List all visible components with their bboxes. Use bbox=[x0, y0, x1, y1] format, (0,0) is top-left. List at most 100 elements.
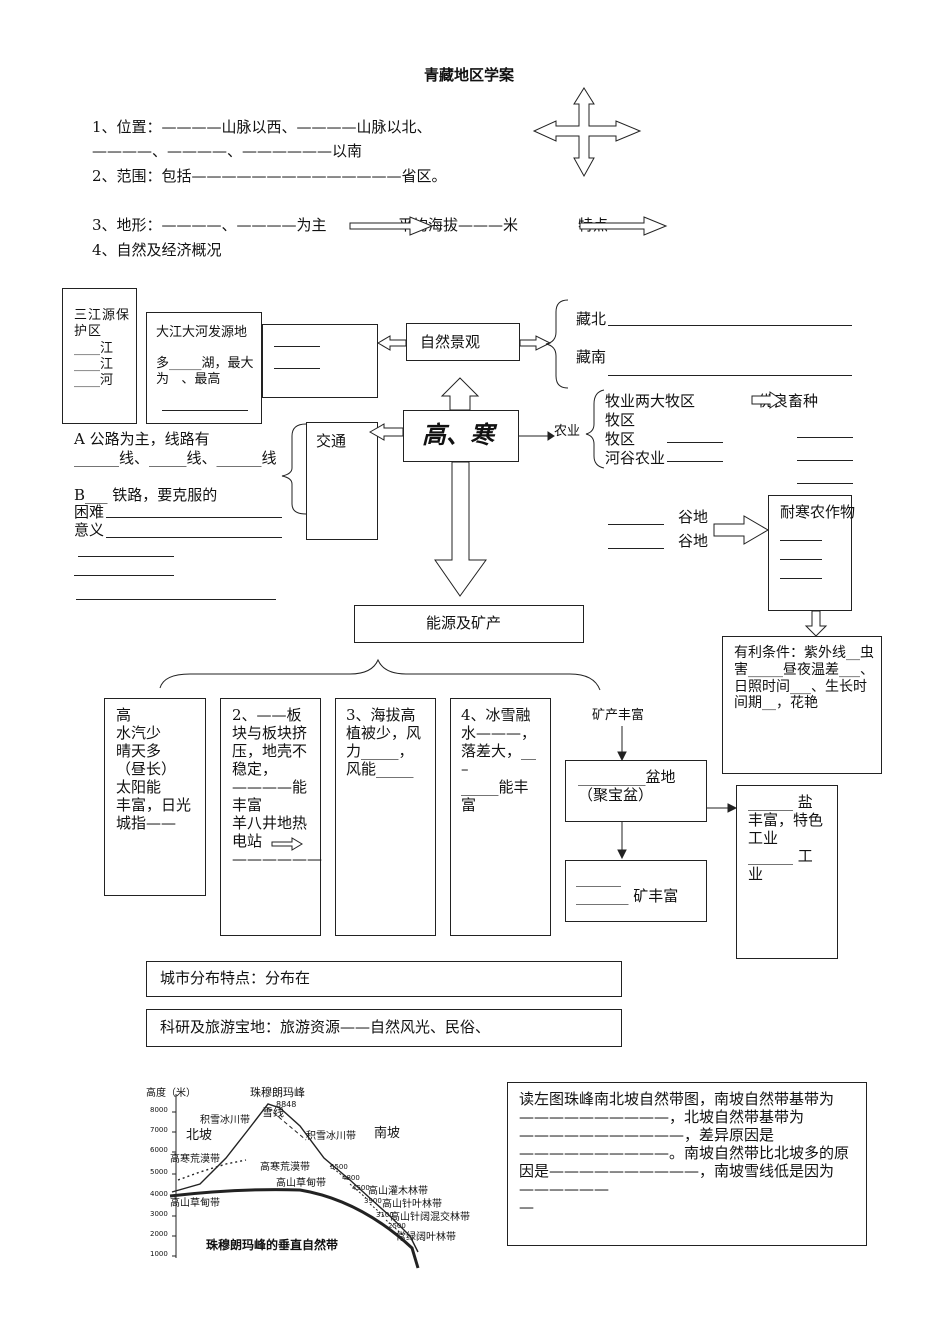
ore-text: ______ _______ 矿丰富 bbox=[576, 869, 679, 905]
arrow-left-icon bbox=[377, 335, 407, 351]
zangbei-label: 藏北 bbox=[576, 310, 607, 328]
nongye-breed-blank-1 bbox=[797, 437, 853, 438]
fig-height-5: 3100 bbox=[376, 1211, 394, 1219]
jiaotong-b-blank-2 bbox=[106, 537, 282, 538]
energy-col-1 bbox=[104, 698, 206, 896]
arrow-up-icon bbox=[440, 377, 480, 411]
jiaotong-a-line2: ______线、_____线、______线 bbox=[74, 449, 277, 467]
arrow-right-icon bbox=[349, 216, 434, 236]
energy-col-2-text: 2、——板块与板块挤压，地壳不稳定，————能丰富 羊八井地热电站—————— bbox=[232, 706, 322, 868]
nongye-label: 农业 bbox=[554, 424, 581, 439]
sanjiangyuan-box bbox=[62, 288, 137, 424]
crops-blank-1 bbox=[780, 540, 822, 541]
fig-ytick-3: 6000 bbox=[150, 1146, 168, 1154]
landscape-answer-box bbox=[262, 324, 378, 398]
fig-zone-4: 高寒荒漠带 bbox=[260, 1162, 310, 1173]
dajiang-blank bbox=[162, 410, 248, 411]
question-3-altitude: 平均海拔———米 bbox=[398, 216, 519, 234]
jiaotong-blank-5 bbox=[76, 599, 276, 600]
valley-blank-1 bbox=[608, 524, 664, 525]
city-box bbox=[146, 961, 622, 997]
ore-box bbox=[565, 860, 707, 922]
arrow-right-icon bbox=[579, 216, 668, 236]
reading-box bbox=[507, 1082, 867, 1246]
fig-north: 北坡 bbox=[186, 1128, 213, 1143]
salt-box bbox=[736, 785, 838, 959]
fig-mountain-profile bbox=[171, 1103, 419, 1253]
nongye-item-2: 牧区 bbox=[605, 411, 636, 429]
basin-box bbox=[565, 760, 707, 822]
fig-height-6: 2500 bbox=[388, 1222, 406, 1230]
favorable-text: 有利条件：紫外线__虫害_____昼夜温差___、日照时间___、生长时间期__… bbox=[734, 645, 874, 712]
jiaotong-b-line2: 困难 bbox=[74, 503, 105, 521]
fig-zone-9: 高山针阔混交林带 bbox=[390, 1212, 470, 1223]
energy-col-4-text: 4、冰雪融水———，落差大，__ – _____能丰富 bbox=[461, 706, 537, 814]
arrow-down-icon bbox=[804, 610, 828, 637]
city-text: 城市分布特点：分布在 bbox=[160, 969, 311, 987]
fig-zone-10: 常绿阔叶林带 bbox=[396, 1232, 456, 1243]
fig-ytick-5: 4000 bbox=[150, 1190, 168, 1198]
jiaotong-a-line1: A 公路为主，线路有 bbox=[74, 430, 210, 448]
jiaotong-label: 交通 bbox=[316, 432, 347, 450]
jiaotong-blank-4 bbox=[74, 575, 174, 576]
zangnan-label: 藏南 bbox=[576, 348, 607, 366]
compass-icon bbox=[532, 87, 642, 178]
valley-2: 谷地 bbox=[678, 532, 709, 550]
energy-col-3-text: 3、海拔高植被少，风力_____， 风能_____ bbox=[346, 706, 422, 778]
salt-text: ______ 盐 丰富，特色 工业 ______ 工 业 bbox=[748, 793, 824, 883]
fig-ylabel: 高度（米） bbox=[146, 1088, 196, 1099]
research-box bbox=[146, 1009, 622, 1047]
research-text: 科研及旅游宝地：旅游资源——自然风光、民俗、 bbox=[160, 1018, 491, 1036]
brace-nongye bbox=[585, 389, 605, 469]
jiaotong-b-line3: 意义 bbox=[74, 521, 105, 539]
nongye-item-3: 牧区 bbox=[605, 430, 636, 448]
fig-ytick-1: 8000 bbox=[150, 1106, 168, 1114]
arrow-right-icon bbox=[547, 431, 555, 441]
crops-blank-3 bbox=[780, 578, 822, 579]
fig-ground bbox=[169, 1188, 420, 1269]
fig-ytick-6: 3000 bbox=[150, 1210, 168, 1218]
arrow-down-icon bbox=[434, 461, 487, 597]
crops-blank-2 bbox=[780, 559, 822, 560]
sanjiangyuan-river-2: ____江 bbox=[74, 357, 114, 372]
everest-figure bbox=[169, 1094, 420, 1269]
question-3: 3、地形：————、————为主 bbox=[92, 216, 327, 234]
nongye-item-1: 牧业两大牧区 bbox=[605, 392, 696, 410]
landscape-blank-2 bbox=[274, 368, 320, 369]
fig-peak: 珠穆朗玛峰 bbox=[250, 1086, 305, 1099]
fig-zone-7: 高山灌木林带 bbox=[368, 1186, 428, 1197]
brace-energy bbox=[159, 658, 601, 691]
center-label: 高、寒 bbox=[422, 420, 494, 449]
minerals-label: 矿产丰富 bbox=[592, 708, 645, 723]
jiaotong-box bbox=[306, 422, 378, 540]
arrow-right-icon bbox=[751, 391, 783, 409]
jiaotong-blank-3 bbox=[78, 556, 174, 557]
fig-caption: 珠穆朗玛峰的垂直自然带 bbox=[206, 1238, 339, 1252]
sanjiangyuan-title: 三江源保护区 bbox=[74, 308, 131, 340]
reading-text: 读左图珠峰南北坡自然带图，南坡自然带基带为——————————，北坡自然带基带为… bbox=[519, 1090, 850, 1216]
fig-south: 南坡 bbox=[374, 1126, 401, 1141]
arrow-right-icon bbox=[713, 515, 769, 545]
nongye-blank-3 bbox=[667, 442, 723, 443]
fig-snowline: 雪线 bbox=[262, 1106, 284, 1119]
nongye-item-4: 河谷农业 bbox=[605, 449, 666, 467]
arrow-left-icon bbox=[368, 423, 404, 441]
fig-height-3: 4500 bbox=[352, 1184, 370, 1192]
arrow-right-icon bbox=[519, 335, 552, 351]
energy-col-3 bbox=[335, 698, 436, 936]
fig-zone-5: 高山草甸带 bbox=[276, 1178, 326, 1189]
fig-height-2: 4800 bbox=[342, 1174, 360, 1182]
question-4: 4、自然及经济概况 bbox=[92, 241, 222, 259]
nongye-breed-blank-3 bbox=[797, 483, 853, 484]
brace-right-ziran bbox=[545, 299, 569, 389]
fig-zone-1: 积雪冰川带 bbox=[200, 1115, 250, 1126]
ziran-label: 自然景观 bbox=[420, 333, 481, 351]
valley-blank-2 bbox=[608, 548, 664, 549]
zangnan-blank bbox=[608, 375, 852, 376]
zangbei-blank bbox=[608, 325, 852, 326]
favorable-box bbox=[722, 636, 882, 774]
fig-zone-8: 高山针叶林带 bbox=[382, 1199, 442, 1210]
crops-label: 耐寒农作物 bbox=[780, 503, 856, 521]
fig-zone-6: 高山草甸带 bbox=[170, 1198, 220, 1209]
dajiang-box bbox=[146, 312, 262, 424]
